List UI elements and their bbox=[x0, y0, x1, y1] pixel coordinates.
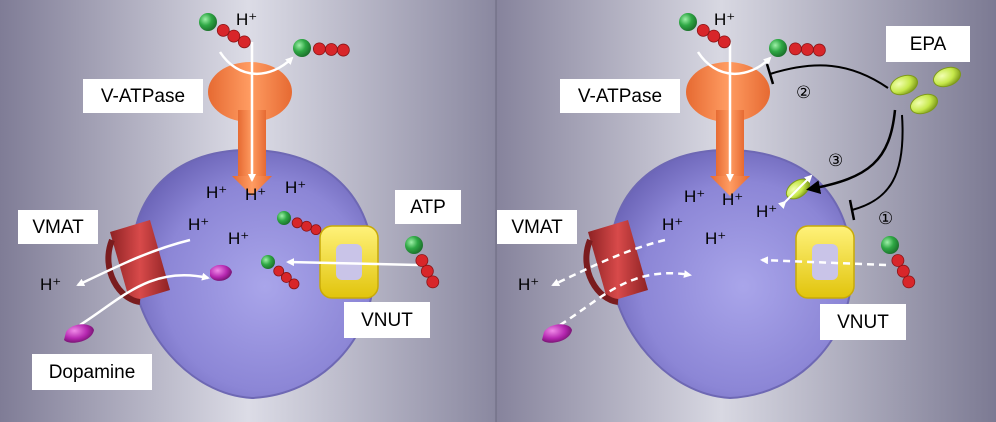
left-inner-h-1: H⁺ bbox=[206, 183, 227, 202]
vnut-label-box bbox=[344, 302, 430, 338]
right-panel bbox=[542, 42, 962, 400]
vmat-label-box-epa bbox=[497, 210, 577, 244]
left-panel bbox=[64, 42, 419, 400]
atp-molecule bbox=[261, 255, 300, 290]
left-inner-h-5: H⁺ bbox=[228, 229, 249, 248]
dopamine-label: Dopamine bbox=[49, 362, 136, 383]
vnut-label-epa: VNUT bbox=[837, 312, 889, 333]
synaptic-vesicle-epa bbox=[608, 148, 854, 400]
right-inner-h-5: H⁺ bbox=[705, 229, 726, 248]
epa-label: EPA bbox=[910, 34, 947, 55]
atp-molecule bbox=[881, 236, 916, 289]
left-inner-h-3: H⁺ bbox=[285, 178, 306, 197]
atp-molecule bbox=[679, 13, 731, 49]
right-inner-h-2: H⁺ bbox=[722, 190, 743, 209]
vnut-label: VNUT bbox=[361, 310, 413, 331]
atp-molecule bbox=[293, 39, 350, 57]
epa-incorporation-arrow bbox=[806, 109, 897, 195]
vmat-label: VMAT bbox=[32, 217, 84, 238]
dopamine-label-box bbox=[32, 354, 152, 390]
vnut-label-box-epa bbox=[820, 304, 906, 340]
marker-2: ② bbox=[796, 83, 811, 103]
right-h-out: H⁺ bbox=[518, 275, 539, 294]
atp-molecule bbox=[769, 39, 826, 57]
inhibit-vatpase-line bbox=[769, 64, 889, 89]
atp-molecule bbox=[405, 236, 440, 289]
epa-label-box bbox=[886, 26, 970, 62]
vmat-label-box bbox=[18, 210, 98, 244]
dopamine-molecule-inside bbox=[210, 264, 232, 281]
atp-label: ATP bbox=[410, 197, 446, 218]
right-inner-h-3: H⁺ bbox=[756, 202, 777, 221]
left-h-top: H⁺ bbox=[236, 10, 257, 29]
vatpase-label-box bbox=[83, 79, 203, 113]
left-inner-h-4: H⁺ bbox=[188, 215, 209, 234]
marker-3: ③ bbox=[828, 151, 843, 171]
dopamine-molecule-outside bbox=[64, 324, 94, 343]
dopamine-molecule-epa bbox=[542, 324, 572, 343]
vmat-transporter bbox=[105, 220, 170, 305]
vatpase-label-box-epa bbox=[560, 79, 680, 113]
atp-molecule bbox=[199, 13, 251, 49]
left-inner-h-2: H⁺ bbox=[245, 185, 266, 204]
vmat-transporter-epa bbox=[583, 220, 648, 305]
atp-molecule bbox=[277, 211, 322, 236]
vnut-transporter bbox=[319, 225, 379, 299]
vatpase-label-epa: V-ATPase bbox=[578, 86, 662, 107]
atp-molecules bbox=[199, 13, 916, 290]
synaptic-vesicle bbox=[130, 148, 376, 400]
vatpase-label: V-ATPase bbox=[101, 86, 185, 107]
right-inner-h-1: H⁺ bbox=[684, 187, 705, 206]
vmat-label-epa: VMAT bbox=[511, 217, 563, 238]
atp-label-box bbox=[395, 190, 461, 224]
epa-molecules bbox=[889, 66, 962, 115]
inhibit-vnut-line bbox=[851, 114, 904, 211]
right-inner-h-4: H⁺ bbox=[662, 215, 683, 234]
marker-1: ① bbox=[878, 209, 893, 229]
left-h-out: H⁺ bbox=[40, 275, 61, 294]
right-h-top: H⁺ bbox=[714, 10, 735, 29]
